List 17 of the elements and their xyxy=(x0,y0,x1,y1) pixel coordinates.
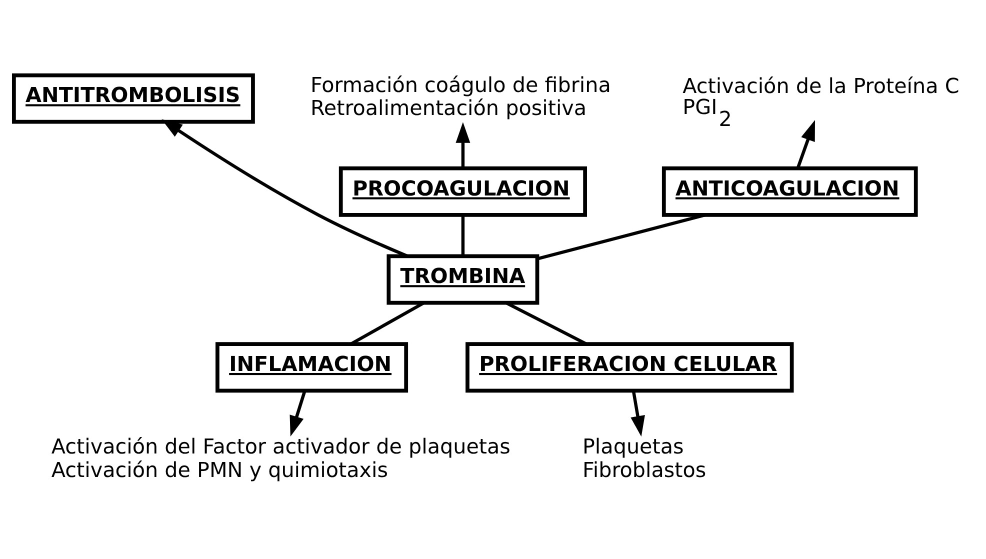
node-box: TROMBINA xyxy=(386,254,540,305)
node-text: Activación del Factor activador de plaquetas Activación de PMN y quimiotaxis xyxy=(51,434,510,482)
connector xyxy=(461,215,465,256)
connector xyxy=(537,213,706,260)
arrow xyxy=(290,390,306,437)
node-box: ANTICOAGULACION xyxy=(662,166,918,217)
connector xyxy=(350,302,424,346)
arrow xyxy=(796,120,815,169)
connector xyxy=(506,302,588,346)
node-box: ANTITROMBOLISIS xyxy=(12,73,255,124)
arrow xyxy=(456,122,470,168)
node-text: Formación coágulo de fibrina Retroalimentación positiva xyxy=(310,72,611,120)
arrow xyxy=(630,390,645,437)
node-text: Plaquetas Fibroblastos xyxy=(582,434,706,482)
node-box: PROCOAGULACION xyxy=(338,166,587,217)
node-box: INFLAMACION xyxy=(216,342,408,393)
node-box: PROLIFERACION CELULAR xyxy=(466,342,794,393)
